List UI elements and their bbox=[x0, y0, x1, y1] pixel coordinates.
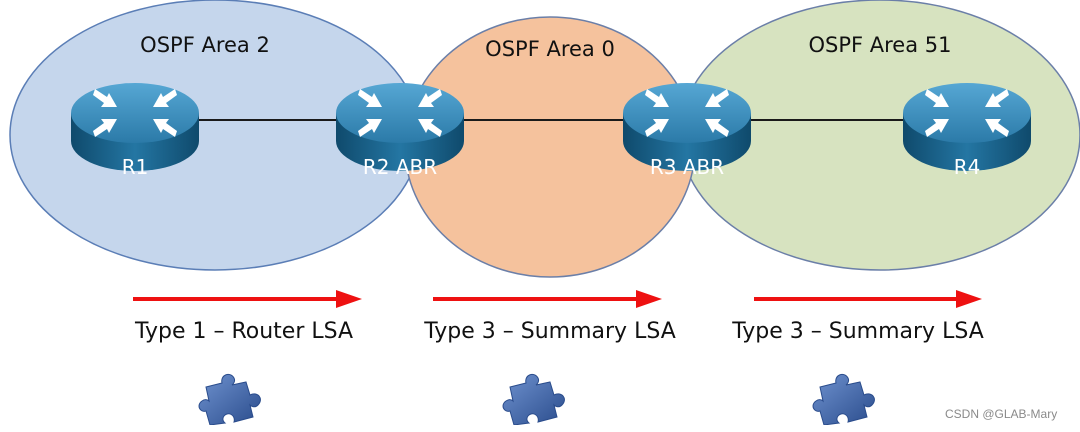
puzzle-piece-icon bbox=[198, 373, 261, 425]
arrow-right-icon bbox=[754, 290, 982, 308]
arrow-right-icon bbox=[433, 290, 662, 308]
router-label: R2 ABR bbox=[363, 155, 437, 179]
area-label: OSPF Area 0 bbox=[485, 37, 615, 61]
watermark-text: CSDN @GLAB-Mary bbox=[945, 407, 1058, 421]
area-label: OSPF Area 2 bbox=[140, 33, 270, 57]
lsa-type-label: Type 3 – Summary LSA bbox=[731, 319, 984, 344]
area-label: OSPF Area 51 bbox=[808, 33, 951, 57]
router-label: R1 bbox=[122, 155, 149, 179]
router-label: R3 ABR bbox=[650, 155, 724, 179]
lsa-type-label: Type 1 – Router LSA bbox=[134, 319, 353, 344]
puzzle-piece-icon bbox=[812, 373, 875, 425]
router-label: R4 bbox=[954, 155, 981, 179]
lsa-type-label: Type 3 – Summary LSA bbox=[423, 319, 676, 344]
puzzle-piece-icon bbox=[502, 373, 565, 425]
arrow-right-icon bbox=[133, 290, 362, 308]
